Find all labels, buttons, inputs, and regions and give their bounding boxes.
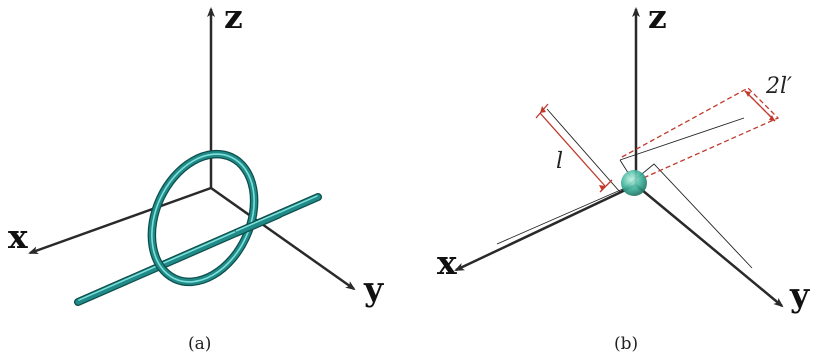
x-axis-b [454,183,637,272]
z-axis-label-b: z [648,0,667,36]
straight-wire-front [234,210,282,237]
x-axis-label-a: x [8,217,28,256]
straight-wire [74,193,322,306]
dimension-label-l: l [556,149,563,174]
y-axis-b [635,184,784,308]
caption-a: (a) [188,334,211,354]
origin-sphere [621,170,647,196]
y-axis-label-b: y [789,275,810,314]
x-axis-label-b: x [437,243,457,282]
panel-b: z x y l 2l′ (b) [437,0,810,354]
panel-a: z x y (a) [8,0,384,354]
y-axis-a [210,186,356,291]
dimension-l [535,103,613,193]
caption-b: (b) [614,334,638,354]
dimension-2l-prime [621,87,780,180]
wire-loop [147,149,259,287]
x-axis-a [28,186,212,255]
dimension-label-2l-prime: 2l′ [765,74,792,99]
y-axis-label-a: y [363,269,384,308]
z-axis-label-a: z [224,0,243,36]
